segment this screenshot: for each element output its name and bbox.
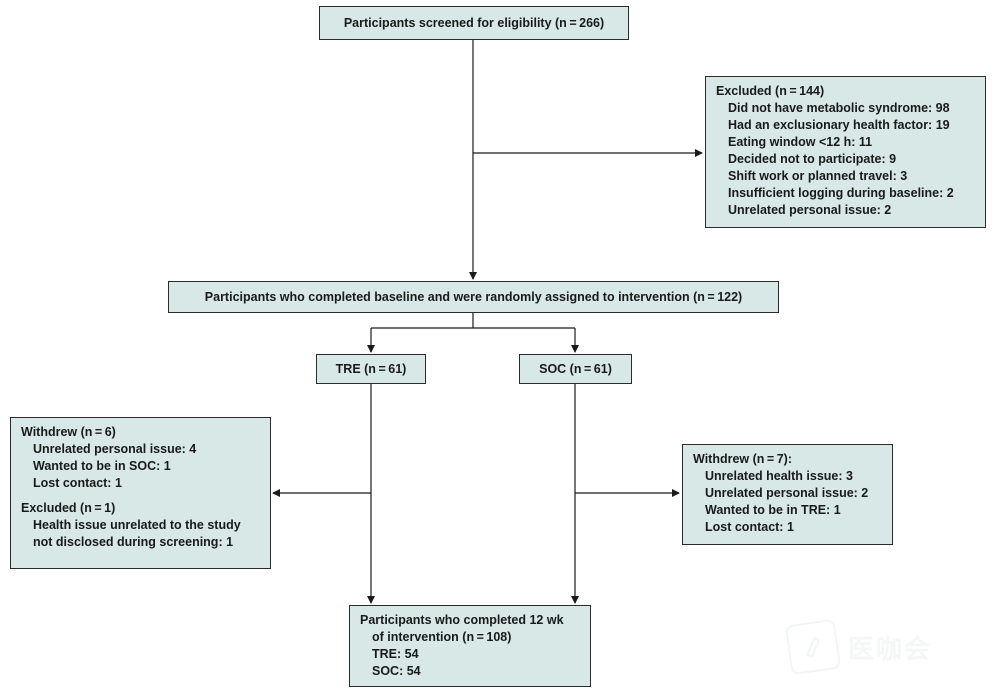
- watermark-text: 医咖会: [848, 634, 933, 665]
- soc-box: SOC (n = 61): [519, 354, 632, 384]
- soc-label: SOC (n = 61): [539, 361, 612, 376]
- excluded-item: Had an exclusionary health factor: 19: [728, 118, 950, 132]
- tre-excluded-item: not disclosed during screening: 1: [33, 535, 234, 549]
- tre-box: TRE (n = 61): [316, 354, 426, 384]
- excluded-box: Excluded (n = 144) Did not have metaboli…: [705, 76, 986, 228]
- completed-line2: of intervention (n = 108): [372, 630, 512, 644]
- completed-item: TRE: 54: [372, 647, 419, 661]
- soc-withdrew-title: Withdrew (n = 7):: [693, 452, 792, 466]
- soc-withdrew-box: Withdrew (n = 7): Unrelated health issue…: [682, 444, 893, 545]
- soc-withdrew-item: Wanted to be in TRE: 1: [705, 503, 841, 517]
- tre-withdrew-item: Lost contact: 1: [33, 476, 122, 490]
- watermark: 医咖会: [784, 612, 978, 682]
- tre-withdrew-item: Wanted to be in SOC: 1: [33, 459, 171, 473]
- excluded-title: Excluded (n = 144): [716, 84, 825, 98]
- tre-withdrew-box: Withdrew (n = 6) Unrelated personal issu…: [10, 417, 271, 569]
- tre-withdrew-title: Withdrew (n = 6): [21, 425, 116, 439]
- excluded-item: Eating window <12 h: 11: [728, 135, 873, 149]
- tre-excluded-title: Excluded (n = 1): [21, 501, 116, 515]
- tre-excluded-item: Health issue unrelated to the study: [33, 518, 241, 532]
- soc-withdrew-item: Unrelated health issue: 3: [705, 469, 853, 483]
- randomized-label: Participants who completed baseline and …: [204, 289, 743, 304]
- screened-label: Participants screened for eligibility (n…: [343, 15, 605, 30]
- excluded-item: Decided not to participate: 9: [728, 152, 897, 166]
- randomized-box: Participants who completed baseline and …: [168, 281, 779, 313]
- excluded-item: Did not have metabolic syndrome: 98: [728, 101, 950, 115]
- excluded-item: Shift work or planned travel: 3: [728, 169, 908, 183]
- completed-box: Participants who completed 12 wk of inte…: [349, 605, 591, 687]
- watermark-logo-icon: [784, 618, 842, 676]
- completed-line1: Participants who completed 12 wk: [360, 613, 564, 627]
- tre-label: TRE (n = 61): [335, 361, 407, 376]
- screened-box: Participants screened for eligibility (n…: [319, 6, 629, 40]
- excluded-item: Insufficient logging during baseline: 2: [728, 186, 954, 200]
- spacer: [21, 492, 260, 500]
- soc-withdrew-item: Lost contact: 1: [705, 520, 794, 534]
- completed-item: SOC: 54: [372, 664, 421, 678]
- tre-withdrew-item: Unrelated personal issue: 4: [33, 442, 197, 456]
- excluded-item: Unrelated personal issue: 2: [728, 203, 892, 217]
- soc-withdrew-item: Unrelated personal issue: 2: [705, 486, 869, 500]
